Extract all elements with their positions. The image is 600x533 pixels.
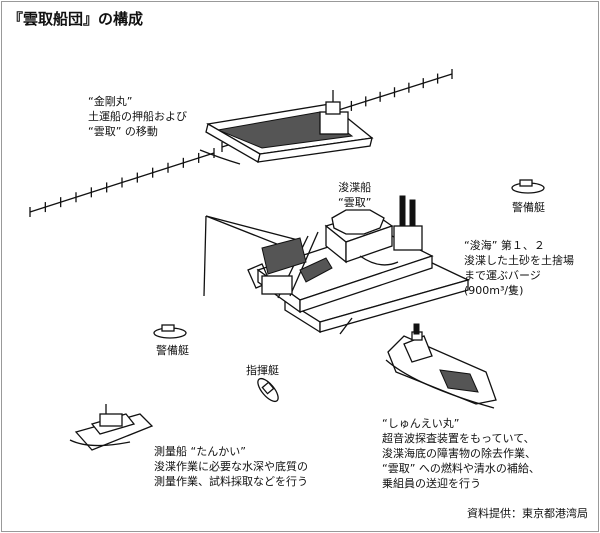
shunei-tug-icon [385, 323, 497, 409]
credit-text: 資料提供：東京都港湾局 [467, 507, 588, 520]
kongo-pusher-barge-icon [199, 90, 374, 165]
survey-boat-icon [69, 404, 154, 451]
tankai-label: 測量船 “たんかい” 浚渫作業に必要な水深や底質の 測量作業、試料採取などを行う [154, 445, 308, 488]
command-boat-icon [257, 377, 279, 403]
patrol-boat-right-label: 警備艇 [512, 201, 545, 214]
patrol-boat-left-label: 警備艇 [156, 344, 189, 357]
shunei-label: “しゅんえい丸” 超音波探査装置をもっていて、 浚渫海底の障害物の除去作業、 “… [382, 417, 540, 490]
kongo-label: “金剛丸” 土運船の押船および “雲取” の移動 [88, 95, 187, 138]
command-boat-label: 指揮艇 [246, 364, 279, 377]
patrol-boat-right-icon [511, 179, 545, 194]
kumotori-dredger-icon [203, 195, 470, 335]
patrol-boat-left-icon [153, 324, 187, 339]
shunkai-label: “浚海” 第１、２ 浚渫した土砂を土捨場 まで運ぶバージ (900m³/隻) [464, 239, 574, 297]
figure-title: 『雲取船団』の構成 [8, 10, 144, 28]
kumotori-label: 浚渫船 “雲取” [338, 181, 372, 209]
